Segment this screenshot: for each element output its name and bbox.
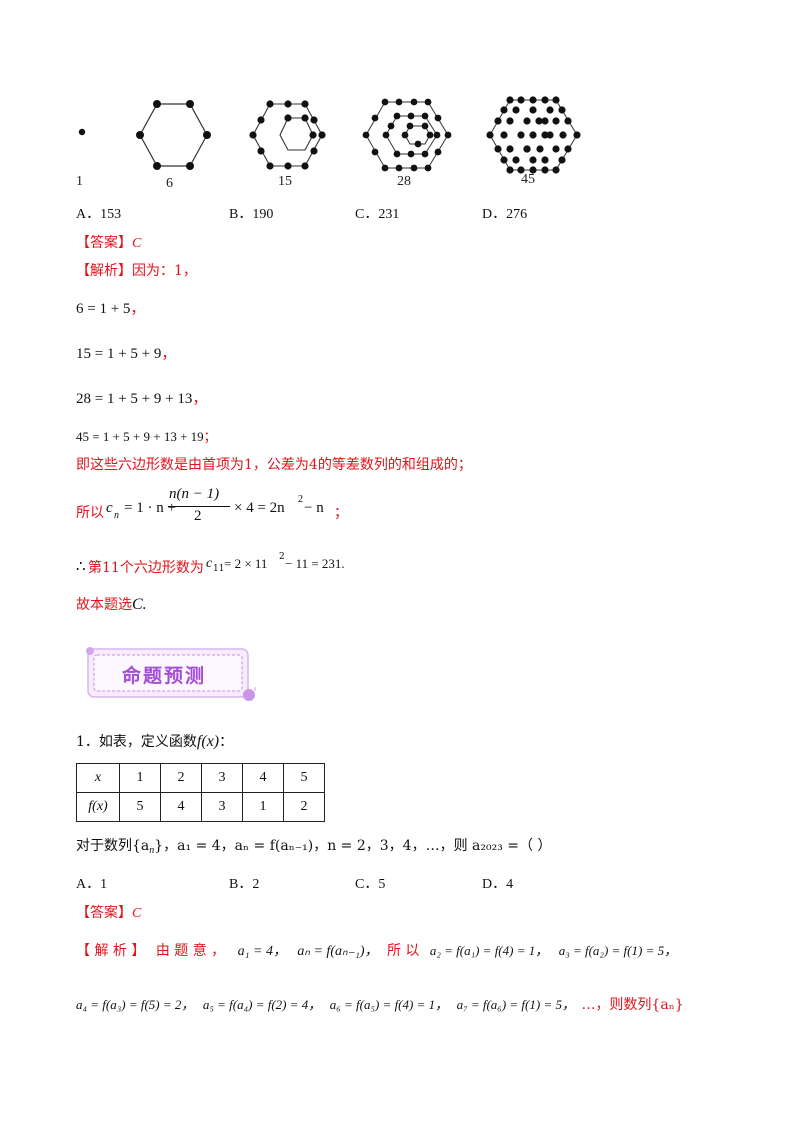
- choice-d: D．276: [482, 207, 528, 222]
- figure-label-1: 1: [76, 174, 83, 189]
- choice-b: B．190: [229, 207, 274, 222]
- table-cell: x: [76, 763, 120, 793]
- analysis-intro: 因为：1，: [132, 263, 197, 279]
- table-cell: 5: [119, 792, 161, 822]
- q1-answer-label: 【答案】: [76, 905, 132, 921]
- q1-choice-b: B．2: [229, 877, 260, 892]
- table-row: f(x) 5 4 3 1 2: [76, 792, 325, 822]
- hexagonal-numbers-figure: 1 6 15 28 45: [0, 90, 800, 200]
- table-cell: 3: [201, 792, 243, 822]
- q1-choice-c: C．5: [355, 877, 386, 892]
- equation-6: 6 = 1 + 5，: [76, 301, 146, 317]
- table-cell: 1: [119, 763, 161, 793]
- q1-question: 对于数列{an}，a₁ = 4，aₙ = f(aₙ₋₁)，n = 2，3，4，……: [76, 838, 552, 856]
- hexagon-dots-drawing: [78, 96, 581, 174]
- badge-frame: [86, 647, 256, 701]
- q1-analysis-line1: 【 解 析 】 由 题 意 ， a₁ = 4， aₙ = f(aₙ₋₁)， 所 …: [76, 943, 678, 959]
- answer-line: 【答案】C: [76, 232, 141, 252]
- q1-choice-d: D．4: [482, 877, 514, 892]
- q1-answer-value: C: [132, 906, 142, 921]
- q1-answer-line: 【答案】C: [76, 902, 141, 922]
- choice-c: C．231: [355, 207, 400, 222]
- q1-stem: 1．如表，定义函数f(x)：: [76, 733, 234, 750]
- table-cell: 2: [160, 763, 202, 793]
- analysis-label: 【解析】: [76, 263, 132, 279]
- equation-28: 28 = 1 + 5 + 9 + 13，: [76, 391, 208, 407]
- table-cell: 3: [201, 763, 243, 793]
- section-badge: 命题预测: [86, 645, 256, 705]
- table-cell: 4: [160, 792, 202, 822]
- figure-label-6: 6: [166, 176, 173, 191]
- table-cell: 2: [283, 792, 325, 822]
- equation-45: 45 = 1 + 5 + 9 + 13 + 19；: [76, 429, 217, 444]
- q1-choice-a: A．1: [76, 877, 108, 892]
- answer-value: C: [132, 236, 142, 251]
- figure-label-15: 15: [278, 174, 292, 189]
- table-cell: 5: [283, 763, 325, 793]
- analysis-line: 【解析】因为：1，: [76, 260, 197, 280]
- answer-label: 【答案】: [76, 235, 132, 251]
- table-cell: 4: [242, 763, 284, 793]
- table-cell: 1: [242, 792, 284, 822]
- equation-15: 15 = 1 + 5 + 9，: [76, 346, 177, 362]
- figure-label-28: 28: [397, 174, 411, 189]
- formula-cn: 所以 c n = 1 · n + n(n − 1) 2 × 4 = 2n 2 −…: [76, 486, 348, 524]
- conclusion-line: 故本题选C.: [76, 596, 147, 613]
- sentence-arithmetic: 即这些六边形数是由首项为1，公差为4的等差数列的和组成的；: [76, 457, 472, 473]
- therefore-line: ∴ 第11个六边形数为 c 11 = 2 × 11 2 − 11 = 231.: [76, 552, 345, 576]
- figure-label-45: 45: [521, 172, 535, 187]
- badge-text: 命题预测: [122, 665, 207, 687]
- q1-analysis-line2: a₄ = f(a₃) = f(5) = 2， a₅ = f(a₄) = f(2)…: [76, 997, 684, 1013]
- table-cell: f(x): [76, 792, 120, 822]
- choice-a: A．153: [76, 207, 122, 222]
- function-table: x 1 2 3 4 5 f(x) 5 4 3 1 2: [76, 763, 325, 822]
- table-row: x 1 2 3 4 5: [76, 763, 325, 793]
